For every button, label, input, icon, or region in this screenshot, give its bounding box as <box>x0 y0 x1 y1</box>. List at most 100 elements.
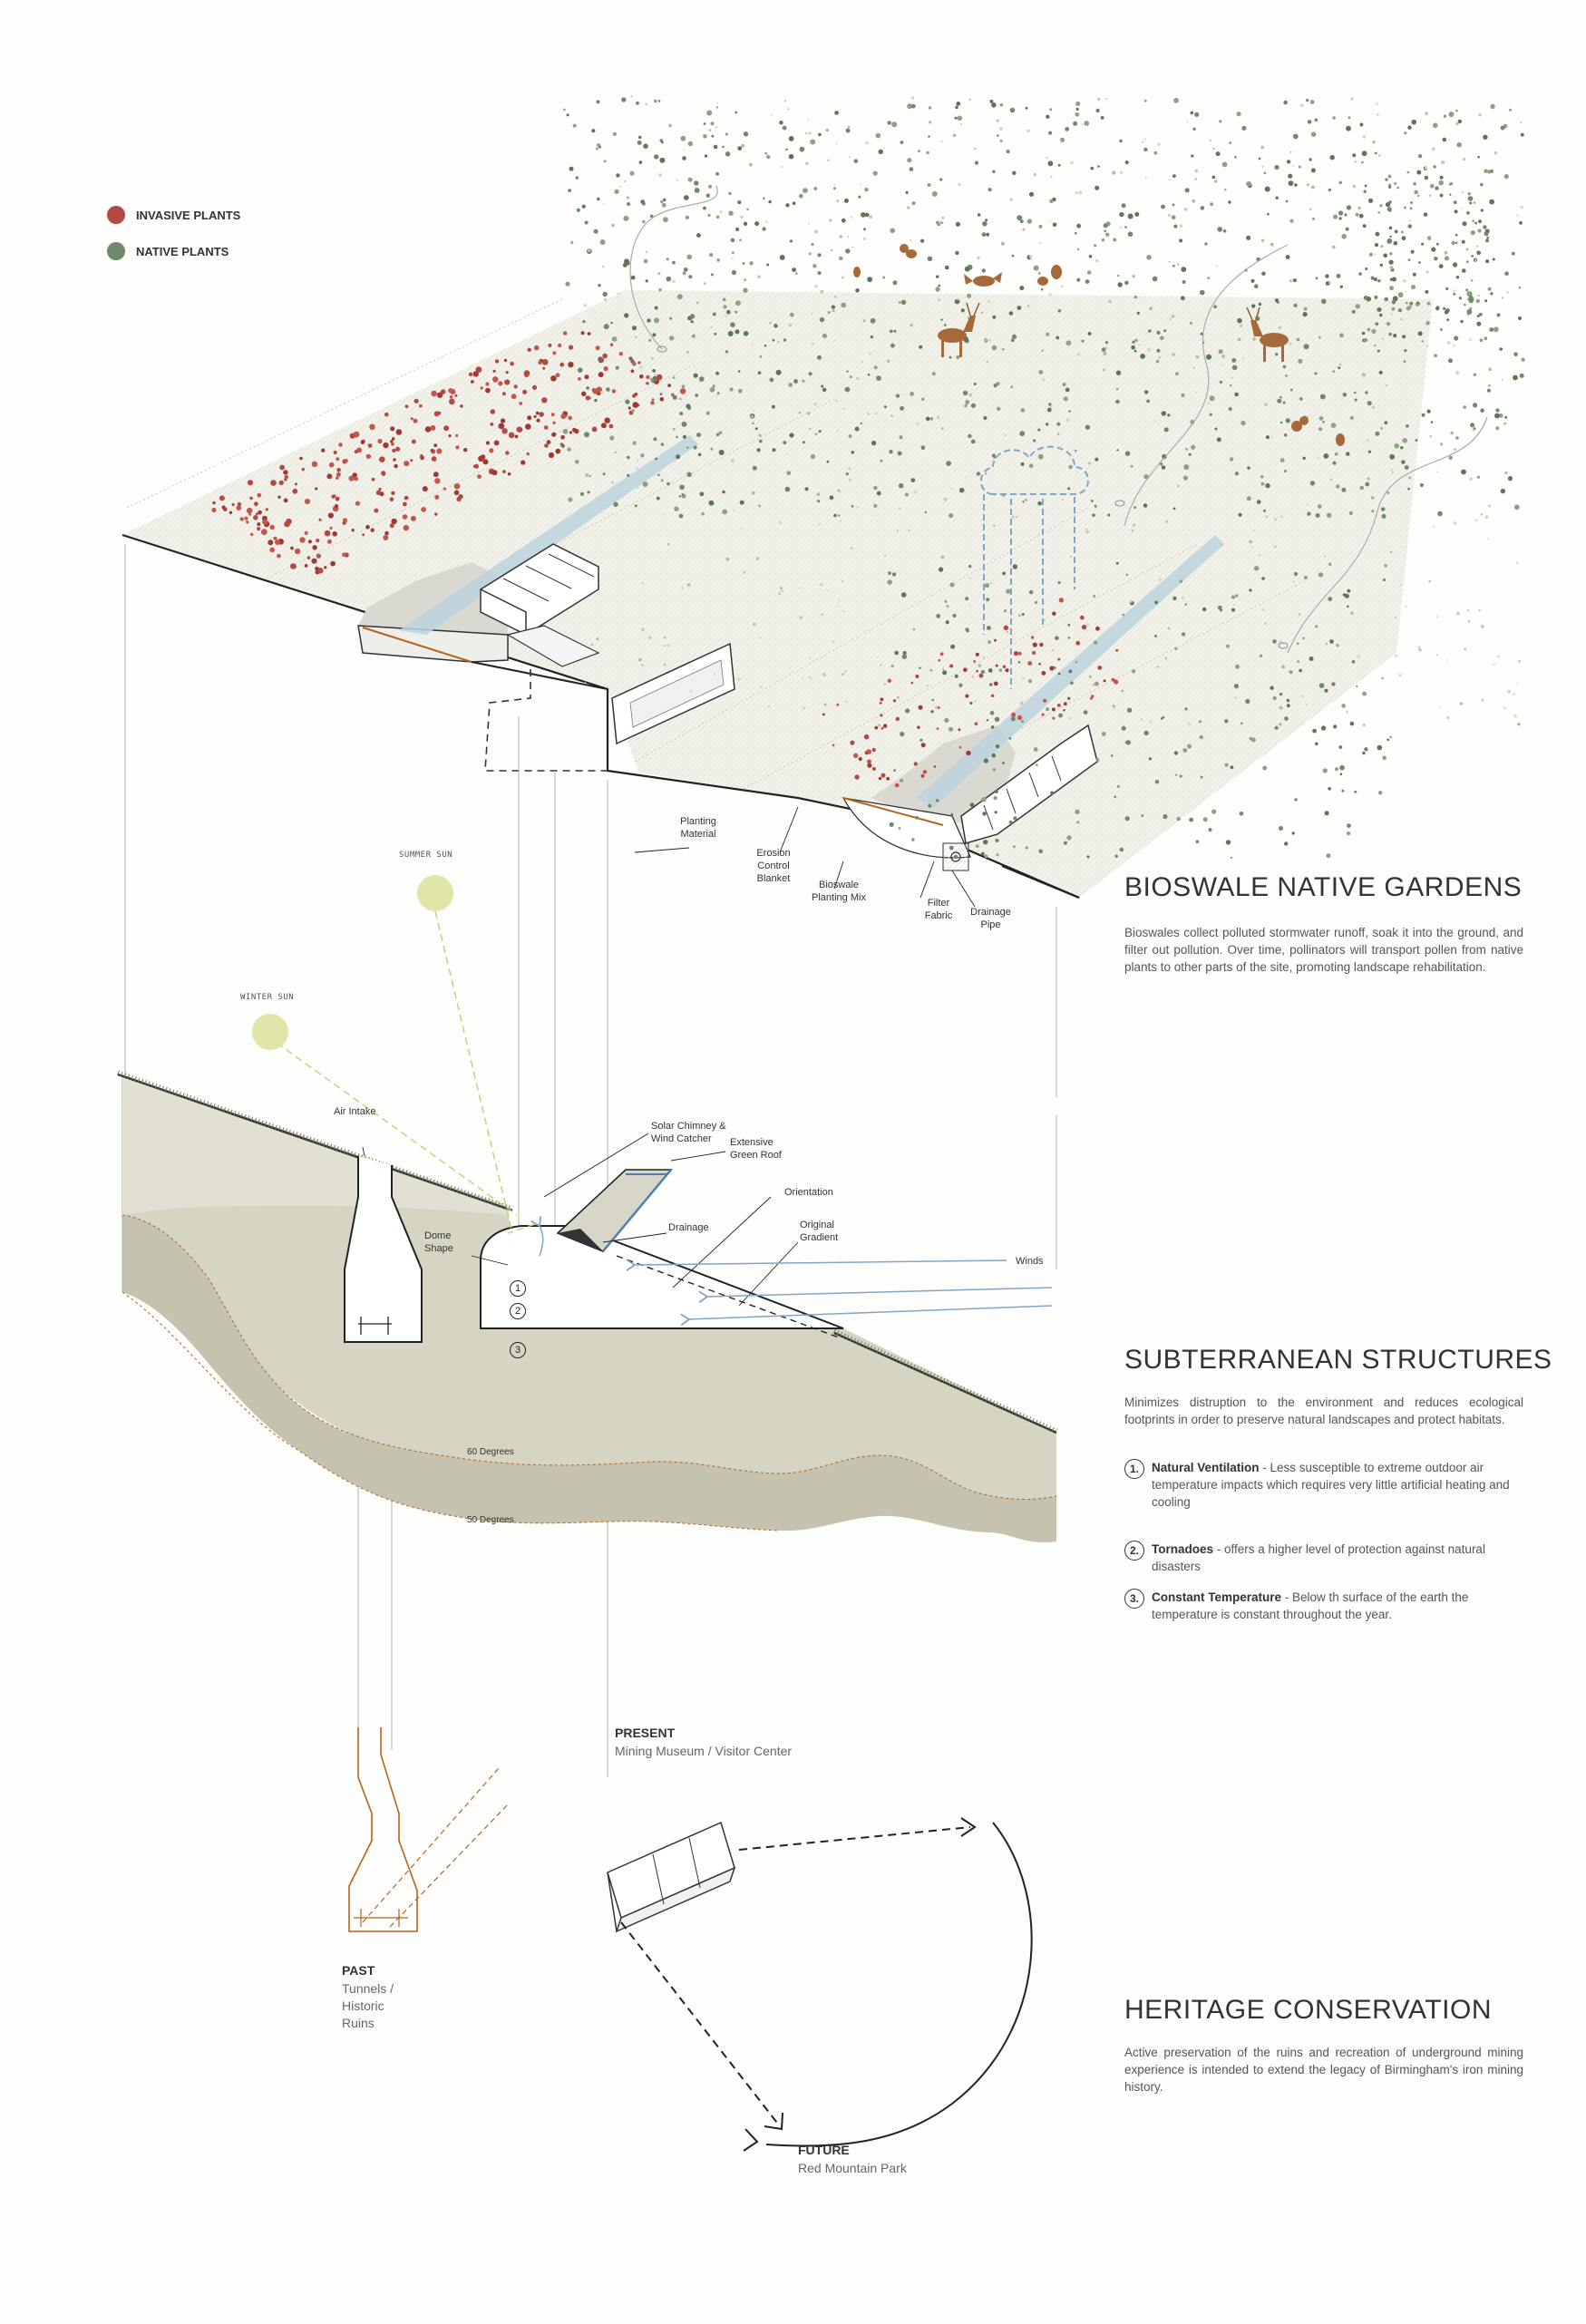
plant-dot <box>1293 571 1299 577</box>
plant-dot <box>1365 267 1368 270</box>
plant-dot <box>1075 809 1080 814</box>
plant-dot <box>667 644 670 647</box>
plant-dot <box>1274 164 1280 170</box>
plant-dot <box>1387 238 1393 244</box>
plant-dot <box>1134 295 1138 299</box>
plant-dot <box>566 113 569 117</box>
plant-dot <box>1060 137 1065 142</box>
plant-dot <box>1238 512 1242 517</box>
plant-dot <box>1028 463 1034 468</box>
plant-dot <box>1432 147 1435 151</box>
legend-invasive-label: INVASIVE PLANTS <box>136 208 241 222</box>
label-bioswale-mix: Bioswale Planting Mix <box>812 880 866 903</box>
plant-dot <box>229 511 233 514</box>
plant-dot <box>818 132 822 137</box>
plant-dot <box>1065 387 1070 393</box>
plant-dot <box>1028 679 1032 684</box>
plant-dot <box>659 157 666 163</box>
plant-dot <box>1388 332 1392 336</box>
plant-dot <box>221 505 226 510</box>
plant-dot <box>1480 408 1484 413</box>
plant-dot <box>1401 460 1406 464</box>
plant-dot <box>1048 403 1052 406</box>
plant-dot <box>644 469 647 472</box>
plant-dot <box>1056 422 1061 426</box>
plant-dot <box>511 394 517 400</box>
plant-dot <box>1382 337 1384 340</box>
plant-dot <box>500 418 506 423</box>
plant-dot <box>294 548 301 555</box>
plant-dot <box>290 546 294 550</box>
plant-dot <box>1277 398 1282 404</box>
plant-dot <box>1470 230 1475 236</box>
plant-dot <box>1487 170 1492 174</box>
plant-dot <box>944 599 947 602</box>
plant-dot <box>1494 413 1500 419</box>
plant-dot <box>1075 107 1079 111</box>
plant-dot <box>1192 127 1196 131</box>
plant-dot <box>1235 664 1241 669</box>
plant-dot <box>723 305 727 309</box>
plant-dot <box>645 279 648 283</box>
plant-dot <box>663 636 667 639</box>
plant-dot <box>1386 384 1388 387</box>
plant-dot <box>568 361 574 368</box>
plant-dot <box>1455 276 1460 279</box>
plant-dot <box>1134 506 1136 509</box>
plant-dot <box>1495 408 1500 413</box>
plant-dot <box>881 773 886 778</box>
plant-dot <box>1194 112 1200 117</box>
plant-dot <box>1371 405 1375 409</box>
plant-dot <box>1389 550 1393 554</box>
squirrel-icon <box>853 267 861 277</box>
plant-dot <box>1322 768 1328 773</box>
plant-dot <box>809 676 812 680</box>
text-bioswale: Bioswales collect polluted stormwater ru… <box>1124 926 1523 974</box>
plant-dot <box>915 815 919 820</box>
plant-dot <box>1503 422 1507 425</box>
plant-dot <box>1465 288 1468 292</box>
plant-dot <box>1224 763 1229 767</box>
plant-dot <box>998 668 1003 672</box>
plant-dot <box>1052 222 1057 227</box>
plant-dot <box>1389 252 1393 256</box>
plant-dot <box>1378 791 1383 795</box>
plant-dot <box>814 229 818 234</box>
plant-dot <box>710 273 714 277</box>
plant-dot <box>871 440 877 446</box>
plant-dot <box>318 518 322 521</box>
plant-dot <box>1272 639 1277 644</box>
plant-dot <box>596 637 599 641</box>
plant-dot <box>988 188 992 192</box>
plant-dot <box>727 331 734 336</box>
plant-dot <box>436 448 443 454</box>
plant-dot <box>681 384 686 389</box>
plant-dot <box>1478 113 1482 117</box>
plant-dot <box>1283 433 1288 437</box>
plant-dot <box>330 560 336 567</box>
plant-dot <box>1328 188 1332 192</box>
plant-dot <box>900 299 907 306</box>
plant-dot <box>1303 344 1309 350</box>
plant-dot <box>434 478 441 484</box>
plant-dot <box>948 726 954 732</box>
plant-dot <box>1101 732 1106 736</box>
plant-dot <box>833 339 836 342</box>
plant-dot <box>986 232 990 237</box>
plant-dot <box>1309 481 1316 486</box>
plant-dot <box>715 371 719 375</box>
plant-dot <box>975 844 979 848</box>
plant-dot <box>823 703 827 706</box>
plant-dot <box>676 179 679 181</box>
label-orientation: Orientation <box>784 1187 833 1198</box>
plant-dot <box>1080 615 1085 620</box>
plant-dot <box>792 201 796 205</box>
plant-dot <box>994 716 1000 723</box>
plant-dot <box>984 583 990 588</box>
plant-dot <box>1513 693 1515 695</box>
plant-dot <box>419 404 423 408</box>
plant-dot <box>391 437 395 441</box>
plant-dot <box>1503 174 1509 180</box>
plant-dot <box>1046 423 1049 426</box>
wind-arrows <box>626 1259 1053 1327</box>
